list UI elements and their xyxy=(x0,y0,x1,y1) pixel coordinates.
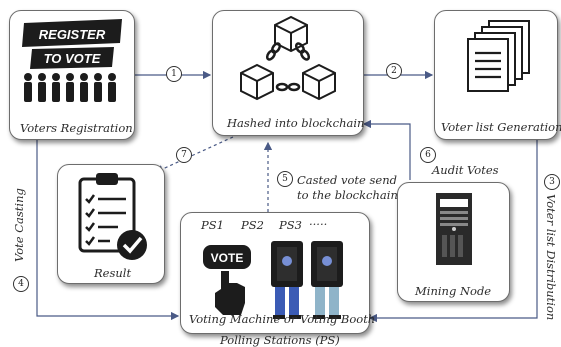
server-tower-icon xyxy=(436,193,472,265)
register-to-vote-icon: REGISTER TO VOTE xyxy=(22,19,122,102)
audit-votes-label: Audit Votes xyxy=(432,163,499,177)
edge-number-5: 5 xyxy=(277,171,293,187)
voter-list-label: Voter list Generation xyxy=(441,120,561,134)
mining-node-label: Mining Node xyxy=(415,284,492,298)
blockchain-icon xyxy=(240,15,336,101)
arrow-4 xyxy=(36,140,180,321)
register-sign-line2: TO VOTE xyxy=(44,51,101,66)
voter-list-distribution-label: Voter list Distribution xyxy=(544,194,558,321)
edge-number-3: 3 xyxy=(544,174,560,190)
blockchain-box: Hashed into blockchain xyxy=(212,10,364,136)
voters-registration-box: REGISTER TO VOTE Voters Registration xyxy=(9,10,135,140)
voter-list-box: Voter list Generation xyxy=(434,10,561,140)
casted-vote-label-line1: Casted vote send xyxy=(297,173,397,187)
voting-machine-label: Voting Machine or Voting Booth xyxy=(189,312,376,326)
clipboard-check-icon xyxy=(78,173,147,260)
voters-registration-label: Voters Registration xyxy=(20,121,133,135)
booth-ps2-label: PS2 xyxy=(241,218,264,232)
edge-number-4: 4 xyxy=(13,276,29,292)
vote-button-text: VOTE xyxy=(211,251,244,265)
edge-number-6: 6 xyxy=(420,147,436,163)
vote-casting-label: Vote Casting xyxy=(12,188,26,262)
edge-number-1: 1 xyxy=(166,66,182,82)
arrow-7 xyxy=(154,136,234,173)
edge-number-7: 7 xyxy=(176,147,192,163)
register-sign-line1: REGISTER xyxy=(39,27,106,42)
edge-number-2: 2 xyxy=(386,63,402,79)
mining-node-box: Mining Node xyxy=(397,182,510,302)
result-box: Result xyxy=(57,164,165,284)
voting-illustration: VOTE xyxy=(203,241,343,319)
arrow-6 xyxy=(362,119,411,180)
polling-box: PS1 PS2 PS3 ..... VOTE Voting Machi xyxy=(180,212,375,334)
casted-vote-label-line2: to the blockchain xyxy=(297,188,398,202)
polling-stations-label: Polling Stations (PS) xyxy=(220,333,340,347)
arrow-3 xyxy=(368,140,538,323)
result-label: Result xyxy=(94,266,132,280)
blockchain-label: Hashed into blockchain xyxy=(227,116,365,130)
people-icons xyxy=(24,73,116,102)
document-stack-icon xyxy=(467,20,530,92)
booth-ps3-label: PS3 xyxy=(279,218,302,232)
booth-more-label: ..... xyxy=(309,214,328,228)
booth-ps1-label: PS1 xyxy=(201,218,224,232)
